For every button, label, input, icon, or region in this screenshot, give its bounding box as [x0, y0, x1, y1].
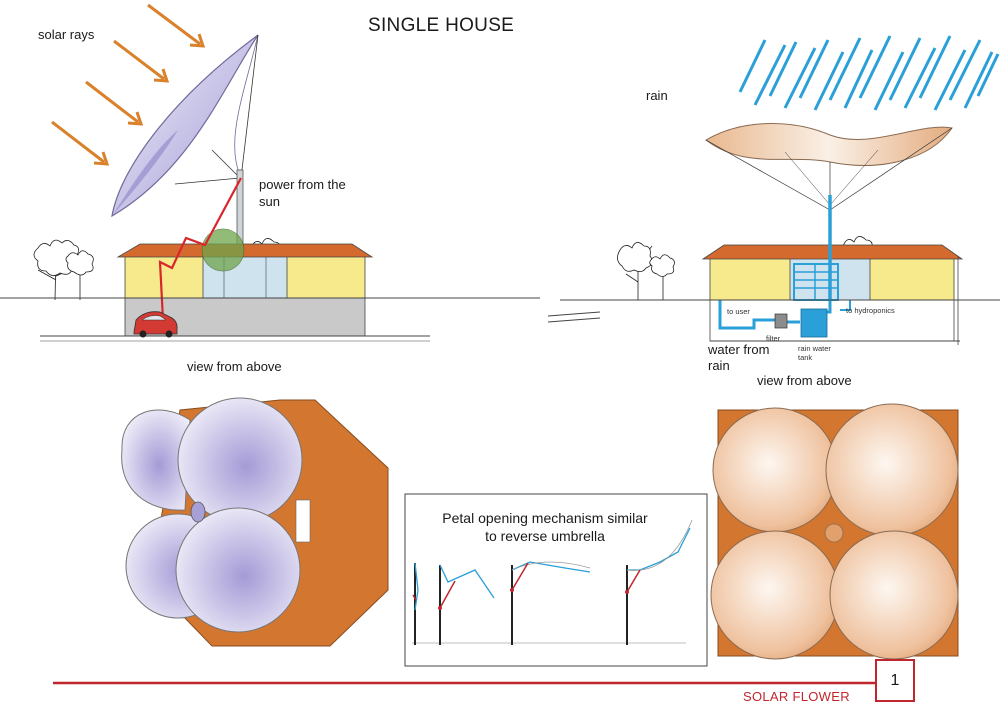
- view-from-above-left-label: view from above: [187, 359, 282, 374]
- energy-sphere: [201, 228, 245, 272]
- rain-streaks: [738, 35, 1000, 111]
- water-from-rain-label: water from rain: [708, 342, 770, 373]
- page-number: 1: [890, 672, 900, 689]
- filter-label: filter: [766, 334, 781, 343]
- rain-canopy: [705, 123, 953, 211]
- mechanism-panel: [404, 493, 708, 667]
- solar-house-elevation: [0, 3, 540, 342]
- tree-right-c: [649, 254, 675, 300]
- rain-flower-plan: [710, 403, 959, 660]
- solar-rays-label: solar rays: [38, 27, 95, 42]
- rain-water-tank: [800, 308, 828, 338]
- solar-ray-arrows: [51, 3, 206, 166]
- power-from-sun-label: power from the sun: [259, 177, 346, 209]
- solar-dish: [111, 34, 259, 296]
- solar-flower-plan: [121, 397, 389, 647]
- mechanism-caption: Petal opening mechanism similar to rever…: [442, 510, 648, 544]
- footer-label: SOLAR FLOWER: [743, 689, 850, 704]
- page-title: SINGLE HOUSE: [368, 15, 515, 36]
- hydroponics-label: to hydroponics: [846, 306, 895, 315]
- rain-house-elevation: [547, 35, 1000, 345]
- filter-unit: [774, 313, 788, 329]
- tree-right-a: [617, 242, 653, 300]
- view-from-above-right-label: view from above: [757, 373, 852, 388]
- to-user-label: to user: [727, 307, 750, 316]
- electric-car-icon: [133, 311, 178, 338]
- power-line: [158, 177, 242, 321]
- tree-left-c: [65, 250, 94, 300]
- rain-water-tank-label: rain water tank: [798, 344, 831, 362]
- page-number-box: 1: [875, 659, 915, 702]
- rain-label: rain: [646, 88, 668, 103]
- water-pipe: [718, 195, 851, 330]
